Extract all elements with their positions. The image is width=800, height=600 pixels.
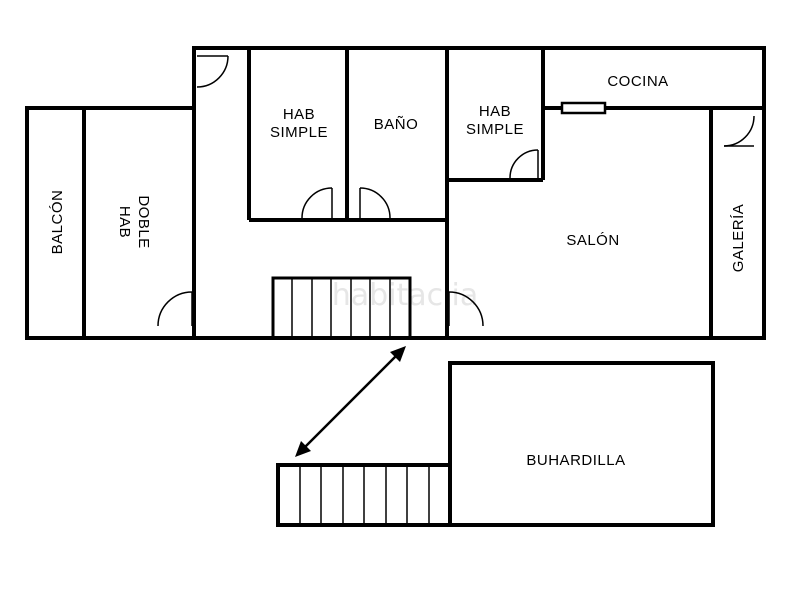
label-bano: BAÑO bbox=[374, 116, 419, 133]
label-hab-doble-2: DOBLE bbox=[135, 195, 152, 248]
label-hab-simple-2b: SIMPLE bbox=[466, 121, 524, 138]
label-cocina: COCINA bbox=[607, 73, 668, 90]
main-floor bbox=[25, 46, 766, 340]
stairs-main bbox=[271, 276, 412, 340]
label-hab-doble-1: HAB bbox=[116, 206, 133, 238]
label-hab-simple-2a: HAB bbox=[479, 103, 511, 120]
label-hab-simple-1b: SIMPLE bbox=[270, 124, 328, 141]
lower-floor bbox=[276, 361, 715, 527]
cocina-counter bbox=[560, 101, 607, 115]
doors bbox=[157, 55, 755, 327]
left-wing-outline bbox=[25, 106, 196, 340]
label-hab-simple-1a: HAB bbox=[283, 106, 315, 123]
label-balcon: BALCÓN bbox=[49, 190, 66, 255]
stair-link-arrow bbox=[295, 346, 406, 457]
main-floor-outline bbox=[192, 46, 766, 340]
label-buhardilla: BUHARDILLA bbox=[526, 452, 625, 469]
label-salon: SALÓN bbox=[566, 232, 619, 249]
buhardilla-outline bbox=[448, 361, 715, 527]
watermark: habitaclia bbox=[332, 278, 478, 313]
label-galeria: GALERÍA bbox=[730, 204, 747, 273]
